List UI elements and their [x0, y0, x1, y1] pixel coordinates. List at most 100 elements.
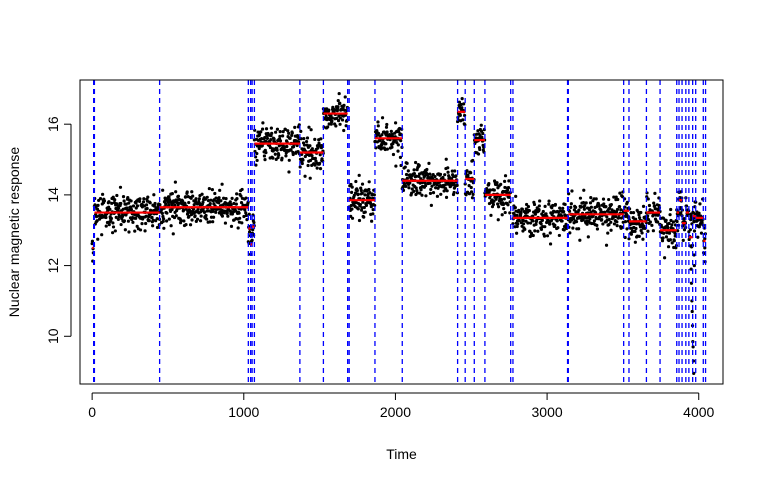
data-point: [617, 205, 622, 209]
data-point: [637, 213, 641, 217]
data-point: [211, 220, 215, 224]
data-point: [469, 171, 473, 175]
data-point: [506, 203, 510, 207]
data-point: [548, 222, 552, 226]
data-point: [553, 202, 558, 207]
data-point: [126, 219, 130, 223]
data-point: [119, 222, 123, 227]
data-point: [408, 181, 412, 185]
data-point: [278, 139, 283, 143]
data-point: [242, 214, 246, 219]
data-point: [190, 190, 194, 194]
data-point: [429, 203, 433, 207]
data-point: [162, 226, 166, 230]
data-point: [304, 139, 309, 144]
segment-means: [92, 110, 706, 250]
data-point: [692, 220, 696, 224]
data-point: [391, 152, 396, 157]
data-point: [496, 218, 500, 222]
data-point: [618, 191, 622, 195]
data-point: [469, 190, 474, 194]
data-point: [668, 213, 672, 217]
data-point: [226, 214, 230, 218]
data-point: [430, 184, 434, 188]
data-point: [394, 164, 398, 168]
data-point: [143, 229, 147, 233]
data-point: [200, 192, 204, 196]
data-point: [423, 181, 427, 185]
data-point: [581, 218, 585, 222]
data-point: [435, 194, 440, 198]
data-point: [109, 216, 113, 221]
data-point: [100, 233, 104, 237]
data-point: [393, 121, 398, 125]
data-point: [496, 202, 500, 206]
data-point: [330, 116, 334, 120]
data-point: [183, 202, 187, 206]
data-point: [111, 225, 116, 229]
data-point: [263, 157, 267, 162]
data-point: [439, 192, 443, 196]
data-point: [195, 217, 200, 221]
data-point: [337, 91, 341, 96]
data-point: [469, 185, 473, 190]
data-point: [144, 221, 148, 226]
data-point: [153, 201, 157, 206]
data-point: [264, 151, 268, 155]
data-point: [544, 212, 548, 216]
data-point: [434, 186, 438, 190]
data-point: [121, 195, 126, 199]
data-point: [609, 228, 613, 232]
data-point: [586, 235, 590, 239]
data-point: [352, 193, 356, 197]
data-point: [167, 195, 171, 199]
data-point: [369, 205, 373, 209]
data-point: [338, 116, 342, 120]
data-point: [291, 145, 296, 149]
data-point: [412, 168, 416, 172]
data-point: [499, 198, 504, 202]
data-point: [187, 214, 191, 218]
data-point: [664, 218, 668, 222]
data-point: [222, 209, 226, 213]
data-point: [667, 231, 672, 235]
data-point: [459, 102, 463, 107]
data-point: [526, 221, 530, 225]
data-point: [506, 186, 511, 190]
data-point: [646, 217, 651, 222]
data-point: [616, 197, 620, 202]
data-point: [614, 214, 618, 219]
data-point: [111, 221, 115, 225]
data-point: [418, 191, 422, 195]
data-point: [471, 158, 475, 163]
data-point: [356, 207, 360, 211]
data-point: [350, 216, 355, 220]
data-point: [121, 214, 125, 218]
data-point: [308, 158, 313, 163]
data-point: [104, 215, 108, 220]
data-point: [250, 238, 254, 242]
data-point: [158, 203, 162, 207]
data-point: [513, 205, 517, 210]
data-point: [262, 154, 267, 158]
data-point: [398, 155, 403, 159]
data-point: [281, 130, 285, 134]
data-point: [142, 197, 146, 201]
data-point: [651, 229, 655, 233]
data-point: [548, 231, 552, 235]
data-point: [96, 203, 100, 207]
data-point: [114, 215, 118, 219]
data-point: [410, 191, 414, 195]
data-point: [499, 182, 503, 186]
data-point: [313, 156, 317, 160]
data-point: [96, 237, 100, 241]
data-point: [558, 206, 562, 210]
data-point: [350, 185, 354, 189]
data-point: [168, 198, 172, 202]
x-axis-label: Time: [386, 446, 417, 462]
data-point: [274, 130, 278, 134]
data-point: [539, 222, 543, 226]
data-point: [461, 118, 465, 122]
data-point: [541, 209, 545, 214]
